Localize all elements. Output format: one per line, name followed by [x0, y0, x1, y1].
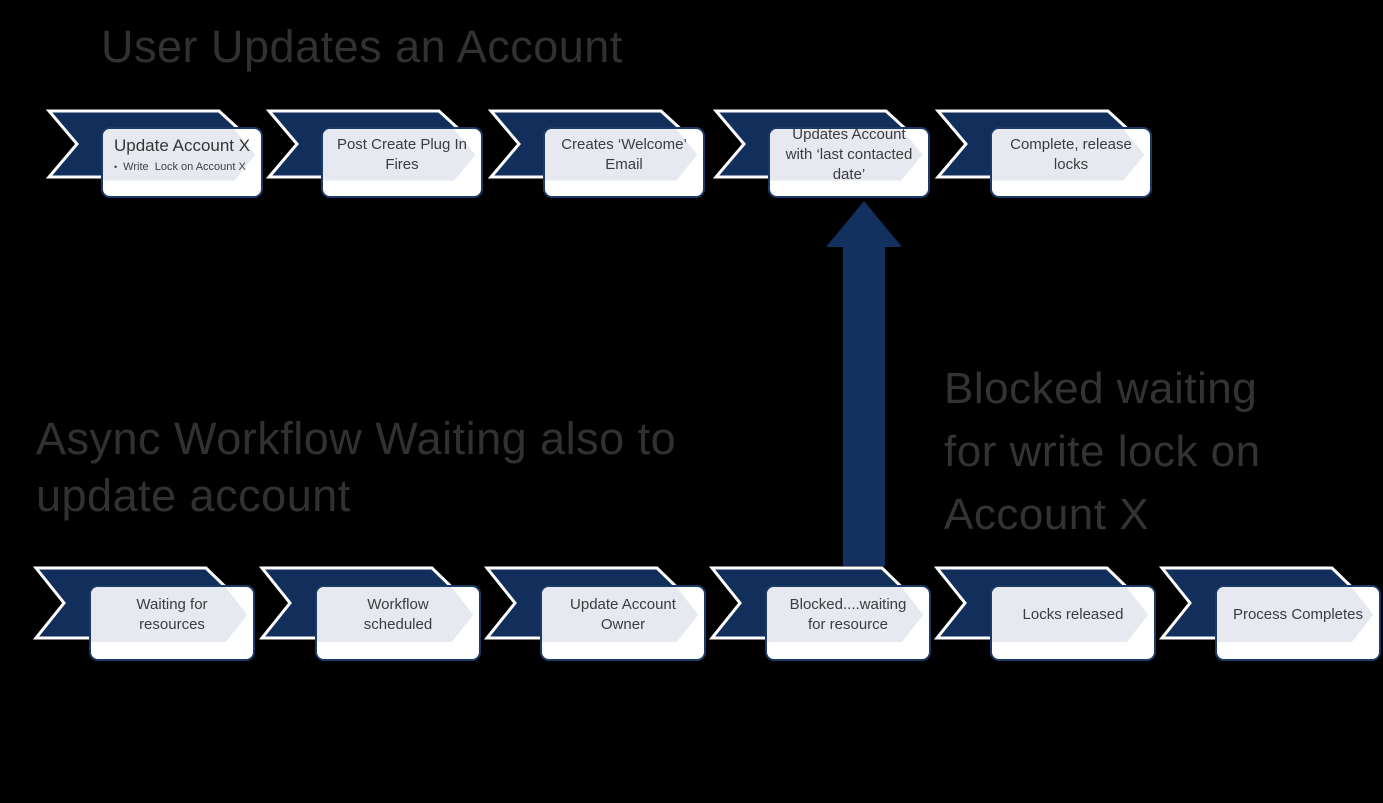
step-workflow-scheduled: Workflow scheduled: [259, 565, 481, 661]
card-arrow-fill: [103, 129, 256, 181]
step-card: Update Account Owner: [540, 585, 706, 661]
card-arrow-fill: [1217, 587, 1374, 643]
step-card: Waiting for resources: [89, 585, 255, 661]
card-arrow-fill: [317, 587, 474, 643]
step-label: Blocked....waiting for resource: [789, 595, 907, 633]
blocked-annotation: Blocked waiting for write lock on Accoun…: [944, 364, 1261, 539]
step-label: Workflow scheduled: [363, 595, 433, 633]
step-waiting-for-resources: Waiting for resources: [33, 565, 255, 661]
card-arrow-fill: [91, 587, 248, 643]
step-card: Workflow scheduled: [315, 585, 481, 661]
step-label: Update Account Owner: [570, 595, 676, 633]
step-card: Blocked....waiting for resource: [765, 585, 931, 661]
step-label: Complete, release locks: [1010, 135, 1132, 173]
step-label: Waiting for resources: [136, 595, 208, 633]
bottom-process-row: Waiting for resources Workflow scheduled…: [0, 565, 1383, 665]
top-flow-title: User Updates an Account: [101, 21, 623, 72]
step-process-completes: Process Completes: [1159, 565, 1381, 661]
card-arrow-fill: [767, 587, 924, 643]
step-card: Complete, release locks: [990, 127, 1152, 198]
step-label: Updates Account with ‘last contacted dat…: [785, 127, 913, 183]
card-arrow-fill: [545, 129, 698, 181]
step-card: Process Completes: [1215, 585, 1381, 661]
step-card: Locks released: [990, 585, 1156, 661]
step-label: Post Create Plug In Fires: [336, 135, 468, 173]
card-arrow-fill: [770, 129, 923, 181]
step-bullet-text: Write Lock on Account X: [123, 161, 246, 174]
step-title: Update Account X: [114, 136, 251, 156]
top-process-row: Update Account X • Write Lock on Account …: [0, 108, 1383, 203]
blocked-arrow-head-icon: [826, 201, 902, 247]
card-arrow-fill: [542, 587, 699, 643]
card-arrow-fill: [992, 129, 1145, 181]
step-updates-last-contacted: Updates Account with ‘last contacted dat…: [713, 108, 930, 198]
step-post-create-plugin-fires: Post Create Plug In Fires: [266, 108, 483, 198]
step-label: Creates ‘Welcome’ Email: [561, 135, 687, 173]
step-card: Update Account X • Write Lock on Account …: [101, 127, 263, 198]
step-update-account-owner: Update Account Owner: [484, 565, 706, 661]
step-card: Updates Account with ‘last contacted dat…: [768, 127, 930, 198]
step-bullet: • Write Lock on Account X: [114, 161, 261, 173]
step-label: Locks released: [1022, 605, 1124, 623]
step-creates-welcome-email: Creates ‘Welcome’ Email: [488, 108, 705, 198]
blocked-arrow-shaft: [843, 246, 885, 566]
card-arrow-fill: [323, 129, 476, 181]
step-locks-released: Locks released: [934, 565, 1156, 661]
bottom-flow-title: Async Workflow Waiting also to update ac…: [36, 413, 677, 522]
bullet-dot-icon: •: [114, 162, 118, 173]
step-complete-release-locks: Complete, release locks: [935, 108, 1152, 198]
step-label: Process Completes: [1232, 605, 1364, 623]
step-update-account-x: Update Account X • Write Lock on Account …: [46, 108, 263, 198]
step-content: Update Account X • Write Lock on Account …: [103, 129, 261, 181]
card-arrow-fill: [992, 587, 1149, 643]
step-blocked-waiting-resource: Blocked....waiting for resource: [709, 565, 931, 661]
step-card: Post Create Plug In Fires: [321, 127, 483, 198]
step-card: Creates ‘Welcome’ Email: [543, 127, 705, 198]
